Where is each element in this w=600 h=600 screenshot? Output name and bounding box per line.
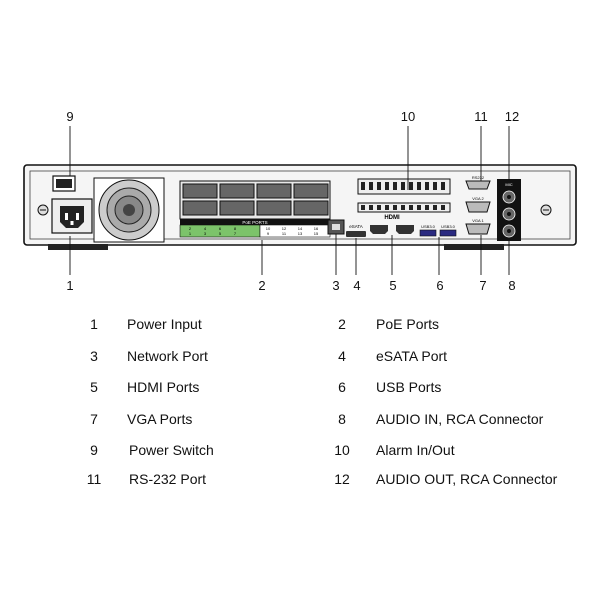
audio-label: MIC — [505, 182, 512, 187]
poe-port-number: 1 — [189, 231, 192, 236]
fan-grille — [93, 177, 165, 243]
legend-number: 10 — [334, 442, 350, 458]
usb-label: USB3.0 — [441, 224, 456, 229]
rs232-port: RS232 — [465, 175, 491, 190]
legend-number: 11 — [86, 471, 102, 487]
legend-number: 6 — [338, 379, 346, 395]
legend-number: 9 — [90, 442, 98, 458]
callout-number: 8 — [508, 278, 515, 293]
legend-number: 8 — [338, 411, 346, 427]
callout-number: 11 — [474, 109, 488, 124]
audio-rca-block: MIC — [497, 179, 521, 241]
network-port — [327, 219, 345, 235]
legend-label: AUDIO IN, RCA Connector — [376, 411, 544, 427]
legend-label: Power Switch — [129, 442, 214, 458]
legend-number: 1 — [90, 316, 98, 332]
poe-port-number: 14 — [298, 226, 303, 231]
poe-port-number: 4 — [204, 226, 207, 231]
legend-number: 5 — [90, 379, 98, 395]
nvr-rear-panel-diagram: PoE PORTS 1 2 3 4 5 6 7 8 9 10 11 12 13 … — [23, 109, 577, 293]
poe-port-number: 3 — [204, 231, 207, 236]
hdmi-logo: HDMI — [384, 215, 400, 221]
esata-label: eSATA — [349, 224, 363, 229]
legend-label: Power Input — [127, 316, 202, 332]
legend-label: RS-232 Port — [129, 471, 207, 487]
legend-number: 4 — [338, 348, 346, 364]
vga-ports: VGA 2 VGA 1 — [465, 196, 491, 235]
legend-label: AUDIO OUT, RCA Connector — [376, 471, 558, 487]
rs232-label: RS232 — [472, 175, 485, 180]
callout-number: 7 — [479, 278, 486, 293]
poe-port-number: 12 — [282, 226, 287, 231]
legend-label: eSATA Port — [376, 348, 448, 364]
callout-number: 1 — [66, 278, 73, 293]
legend-label: PoE Ports — [376, 316, 440, 332]
leader-lines — [69, 126, 510, 275]
hdmi-ports: HDMI — [370, 215, 414, 234]
legend-label: Network Port — [127, 348, 208, 364]
poe-port-number: 8 — [234, 226, 237, 231]
legend-number: 2 — [338, 316, 346, 332]
poe-port-number: 7 — [234, 231, 237, 236]
poe-port-number: 5 — [219, 231, 222, 236]
poe-port-number: 6 — [219, 226, 222, 231]
esata-port: eSATA — [346, 224, 366, 237]
mounting-screw-right — [540, 204, 552, 216]
poe-header-label: PoE PORTS — [242, 220, 267, 225]
poe-port-number: 15 — [314, 231, 319, 236]
alarm-terminal-block — [357, 178, 451, 213]
usb-label: USB3.0 — [421, 224, 436, 229]
poe-port-number: 9 — [267, 231, 270, 236]
legend-label: VGA Ports — [127, 411, 193, 427]
callout-number: 6 — [436, 278, 443, 293]
poe-port-number: 16 — [314, 226, 319, 231]
callout-number: 10 — [401, 109, 415, 124]
callout-number: 9 — [66, 109, 73, 124]
vga-label: VGA 1 — [472, 218, 484, 223]
legend-label: USB Ports — [376, 379, 442, 395]
power-switch — [52, 175, 76, 192]
callout-number: 2 — [258, 278, 265, 293]
callout-number: 5 — [389, 278, 396, 293]
poe-port-number: 11 — [282, 231, 287, 236]
poe-port-number: 10 — [266, 226, 271, 231]
legend-label: HDMI Ports — [127, 379, 200, 395]
legend-number: 3 — [90, 348, 98, 364]
poe-port-number: 13 — [298, 231, 303, 236]
legend-number: 7 — [90, 411, 98, 427]
usb-ports: USB3.0 USB3.0 — [419, 224, 457, 237]
callout-number: 3 — [332, 278, 339, 293]
poe-ports-block: PoE PORTS 1 2 3 4 5 6 7 8 9 10 11 12 13 … — [179, 180, 331, 238]
power-input-socket — [51, 198, 93, 234]
callout-number: 12 — [505, 109, 519, 124]
callout-number: 4 — [353, 278, 360, 293]
legend-label: Alarm In/Out — [376, 442, 455, 458]
legend-number: 12 — [334, 471, 350, 487]
vga-label: VGA 2 — [472, 196, 484, 201]
mounting-screw-left — [37, 204, 49, 216]
poe-port-number: 2 — [189, 226, 192, 231]
